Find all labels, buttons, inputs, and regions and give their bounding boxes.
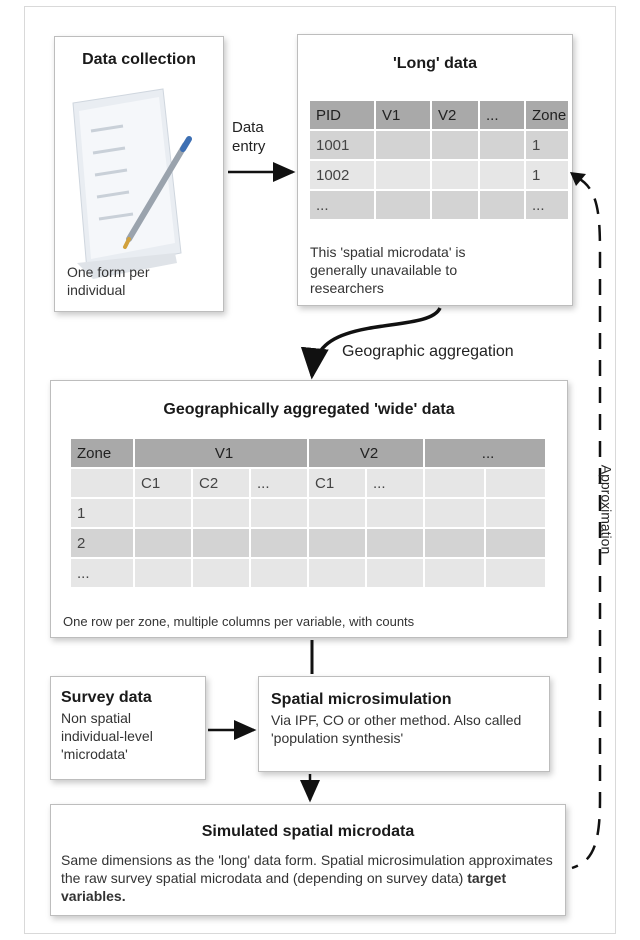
- geographic-aggregation-label: Geographic aggregation: [342, 343, 514, 360]
- long-header-pid: PID: [308, 99, 376, 131]
- wide-subheader-ellipsis: ...: [365, 467, 426, 499]
- paper-form-with-pen-icon: [72, 88, 192, 279]
- wide-data-title: Geographically aggregated 'wide' data: [163, 401, 455, 418]
- long-cell: [430, 189, 480, 221]
- wide-subheader-c1: C1: [133, 467, 193, 499]
- wide-header-v2: V2: [307, 437, 426, 469]
- wide-data-box: Geographically aggregated 'wide' data Zo…: [50, 380, 568, 638]
- survey-data-title: Survey data: [61, 689, 152, 706]
- data-collection-box: Data collection One form per individual: [54, 36, 224, 312]
- simulated-text-bold: target variables.: [61, 870, 507, 904]
- wide-row-zone: ...: [69, 557, 135, 589]
- spatial-microsimulation-title: Spatial microsimulation: [271, 691, 452, 708]
- long-cell: [430, 159, 480, 191]
- long-cell: 1002: [308, 159, 376, 191]
- wide-subheader-c1: C1: [307, 467, 368, 499]
- long-header-v2: V2: [430, 99, 480, 131]
- long-cell: 1: [524, 129, 570, 161]
- long-data-table: PID V1 V2 ... Zone 1001 1 1002 1 ... ...: [308, 99, 570, 221]
- long-cell: 1001: [308, 129, 376, 161]
- long-header-zone: Zone: [524, 99, 570, 131]
- approximation-dashed-arrow: [571, 176, 602, 870]
- long-data-title: 'Long' data: [392, 55, 478, 72]
- wide-data-note: One row per zone, multiple columns per v…: [63, 614, 415, 629]
- long-cell: [478, 159, 526, 191]
- wide-header-ellipsis: ...: [423, 437, 548, 469]
- wide-row-zone: 1: [69, 497, 135, 529]
- long-cell: [374, 159, 432, 191]
- survey-data-text: Non spatial individual-level 'microdata': [61, 710, 153, 762]
- simulated-microdata-title: Simulated spatial microdata: [201, 823, 415, 840]
- long-data-note: This 'spatial microdata' is generally un…: [310, 244, 466, 296]
- data-collection-title: Data collection: [82, 51, 196, 68]
- approximation-arrowhead: [570, 172, 586, 186]
- simulated-text-plain: Same dimensions as the 'long' data form.…: [61, 852, 553, 886]
- survey-data-box: Survey data Non spatial individual-level…: [50, 676, 206, 780]
- long-header-v1: V1: [374, 99, 432, 131]
- long-cell: ...: [524, 189, 570, 221]
- long-cell: 1: [524, 159, 570, 191]
- long-header-ellipsis: ...: [478, 99, 526, 131]
- long-cell: [478, 189, 526, 221]
- geographic-aggregation-arrow: [300, 307, 442, 380]
- long-cell: [430, 129, 480, 161]
- data-entry-label: Data entry: [232, 119, 266, 155]
- long-cell: [374, 129, 432, 161]
- wide-subheader-cell: [484, 467, 548, 499]
- spatial-microsimulation-box: Spatial microsimulation Via IPF, CO or o…: [258, 676, 550, 772]
- approximation-label: Approximation: [598, 464, 615, 555]
- long-cell: [374, 189, 432, 221]
- simulated-microdata-box: Simulated spatial microdata Same dimensi…: [50, 804, 566, 916]
- wide-subheader-cell: [69, 467, 135, 499]
- wide-header-v1: V1: [132, 437, 310, 469]
- data-collection-caption: One form per individual: [67, 264, 150, 298]
- wide-subheader-cell: [423, 467, 487, 499]
- wide-row-zone: 2: [69, 527, 135, 559]
- long-cell: [478, 129, 526, 161]
- wide-data-table: Zone V1 V2 ... C1 C2 ... C1 ... 1 2 ...: [69, 437, 548, 589]
- wide-header-zone: Zone: [69, 437, 135, 469]
- long-cell: ...: [308, 189, 376, 221]
- long-data-box: 'Long' data PID V1 V2 ... Zone 1001 1 10…: [297, 34, 573, 306]
- spatial-microsimulation-text: Via IPF, CO or other method. Also called…: [271, 712, 522, 746]
- wide-subheader-c2: C2: [191, 467, 251, 499]
- wide-subheader-ellipsis: ...: [248, 467, 310, 499]
- simulated-microdata-text: Same dimensions as the 'long' data form.…: [61, 851, 559, 905]
